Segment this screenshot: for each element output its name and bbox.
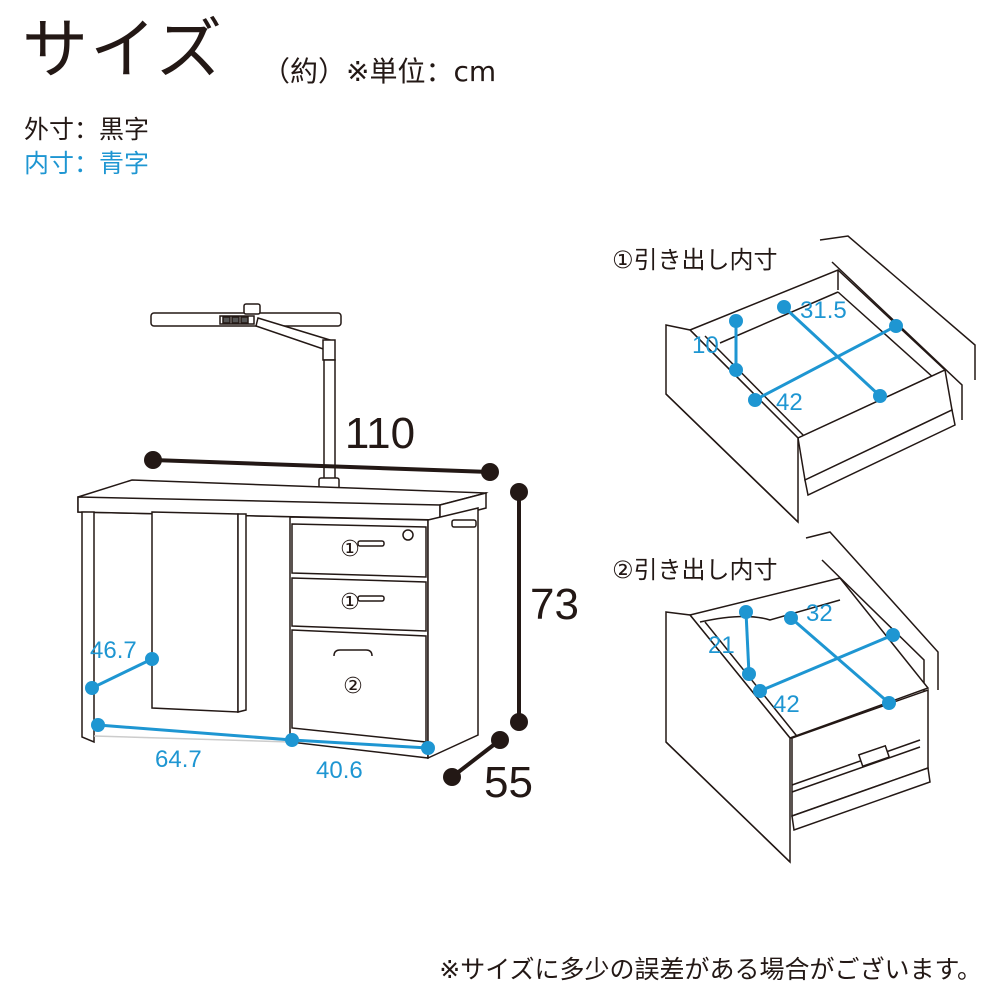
- drawer1-width-label: 42: [776, 389, 803, 416]
- desk-illustration: [77, 303, 489, 760]
- drawer-label-2: ②: [343, 674, 363, 699]
- desk-depth-label: 55: [484, 758, 533, 807]
- drawer2-width-label: 42: [773, 691, 800, 718]
- drawer2-dimension-lines: [739, 605, 900, 710]
- unit-note: （約）※単位：cm: [262, 55, 497, 88]
- drawer2-depth-label: 32: [806, 600, 833, 627]
- legend-outer-dimensions: 外寸：黒字: [24, 115, 150, 144]
- footer-note: ※サイズに多少の誤差がある場合がございます。: [439, 955, 982, 984]
- drawer-front-1a: [291, 523, 427, 578]
- left-leg: [81, 511, 95, 744]
- inner-width-right-label: 40.6: [316, 757, 363, 784]
- drawer-label-1a: ①: [340, 537, 360, 562]
- drawer1-illustration: [665, 235, 976, 524]
- drawer1-depth-label: 31.5: [800, 297, 847, 324]
- outer-dimension-lines: [144, 451, 528, 786]
- page-title: サイズ: [22, 11, 225, 88]
- desk-height-label: 73: [530, 580, 579, 629]
- drawer2-height-label: 21: [708, 632, 735, 659]
- legend-inner-dimensions: 内寸：青字: [24, 149, 150, 178]
- drawer1-title: ①引き出し内寸: [612, 246, 778, 274]
- inner-dimension-lines: [85, 652, 435, 755]
- drawer-label-1b: ①: [340, 590, 360, 615]
- inner-width-left-label: 64.7: [155, 746, 202, 773]
- drawer-front-1b: [291, 577, 427, 632]
- desk-lamp: [150, 303, 342, 493]
- back-panel: [151, 511, 239, 713]
- desk-width-label: 110: [345, 409, 415, 458]
- drawer2-title: ②引き出し内寸: [612, 556, 778, 584]
- inner-depth-label: 46.7: [90, 637, 137, 664]
- drawer1-dimension-lines: [729, 300, 903, 407]
- desk-drawer-labels: ① ① ②: [340, 537, 363, 699]
- drawer1-height-label: 10: [692, 332, 719, 359]
